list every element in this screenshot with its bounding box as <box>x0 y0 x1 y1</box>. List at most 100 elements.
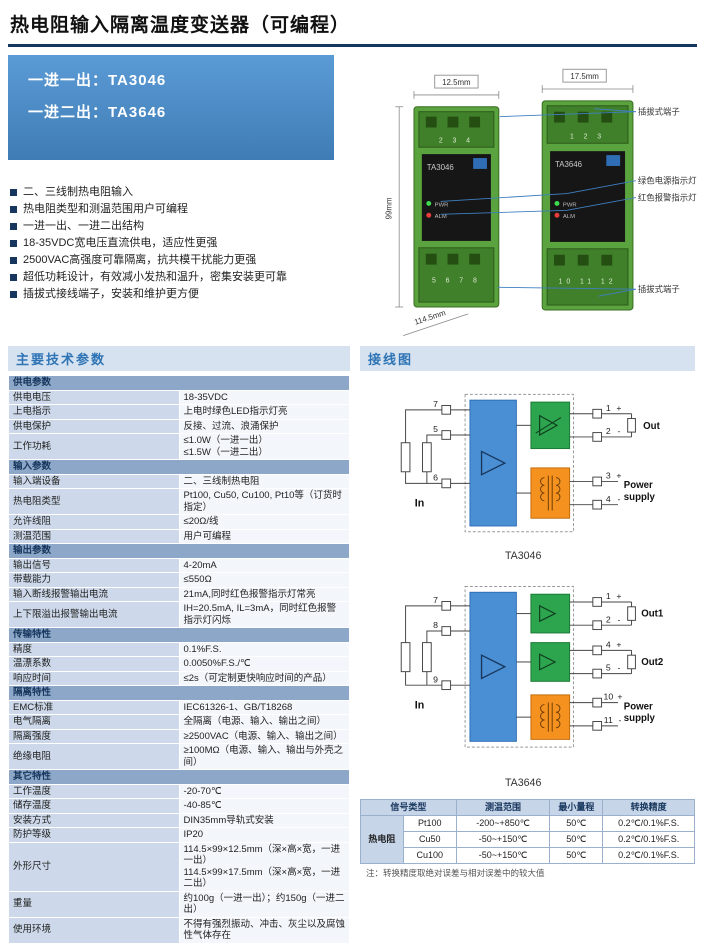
sensor-cell: 50℃ <box>549 847 604 865</box>
spec-param-name: 响应时间 <box>8 670 180 686</box>
diagram-model-label: TA3046 <box>504 550 541 562</box>
terminal-square <box>440 600 451 611</box>
output-terminal-number: 2 <box>605 426 610 436</box>
spec-row: 绝缘电阻≥100MΩ（电源、输入、输出与外壳之间） <box>8 743 350 770</box>
sensor-header-signal-type: 信号类型 <box>360 799 457 817</box>
spec-row: 电气隔离全隔离（电源、输入、输出之间） <box>8 714 350 730</box>
output-terminal-number: 2 <box>605 614 610 624</box>
spec-row: 供电保护反接、过流、浪涌保护 <box>8 418 350 434</box>
model-line-1: 一进一出：TA3046 <box>28 72 167 89</box>
output-terminal-number: 4 <box>605 639 610 649</box>
spec-row: 带载能力≤550Ω <box>8 572 350 588</box>
out2-label: Out2 <box>641 656 663 667</box>
plus-sign: + <box>616 639 621 649</box>
spec-param-value: ≤550Ω <box>178 572 350 588</box>
feature-text: 18-35VDC宽电压直流供电，适应性更强 <box>23 237 218 249</box>
spec-section-label: 输出参数 <box>8 543 350 559</box>
spec-param-value: DIN35mm导轨式安装 <box>178 812 350 828</box>
spec-row: 响应时间≤2s（可定制更快响应时间的产品） <box>8 670 350 686</box>
amplifier-icon <box>538 414 558 436</box>
callout-red-alarm-led: 红色报警指示灯 <box>638 192 697 202</box>
dim-depth: 114.5mm <box>413 308 447 327</box>
load-resistor-symbol <box>626 605 636 621</box>
rtd-resistor-symbol <box>400 442 410 473</box>
spec-param-name: 允许线阻 <box>8 514 180 530</box>
module-model-label: TA3646 <box>555 160 583 169</box>
feature-text: 一进一出、一进二出结构 <box>23 220 144 232</box>
spec-param-value: 上电时绿色LED指示灯亮 <box>178 404 350 420</box>
power-supply-label-2: supply <box>623 713 655 724</box>
bullet-square-icon <box>10 223 17 230</box>
terminal-square <box>591 697 602 707</box>
spec-row: 使用环境不得有强烈振动、冲击、灰尘以及腐蚀性气体存在 <box>8 916 350 944</box>
spec-param-value: 4-20mA <box>178 557 350 573</box>
spec-section-row: 输出参数 <box>8 543 350 559</box>
spec-section-row: 供电参数 <box>8 375 350 391</box>
power-isolation-block <box>529 693 570 740</box>
minus-sign: - <box>617 426 620 436</box>
callout-green-power-led: 绿色电源指示灯 <box>638 176 697 186</box>
sensor-cell: 50℃ <box>549 815 604 833</box>
spec-param-value: 0.0050%F.S./℃ <box>178 656 350 672</box>
minus-sign: - <box>617 662 620 672</box>
load-resistor-symbol <box>626 654 636 669</box>
brand-logo <box>606 155 621 166</box>
alarm-led-label: ALM <box>435 214 447 220</box>
bullet-square-icon <box>10 189 17 196</box>
spec-row: 测温范围用户可编程 <box>8 528 350 544</box>
spec-param-name: 上电指示 <box>8 404 180 420</box>
load-resistor-symbol <box>626 418 636 433</box>
spec-section-label: 其它特性 <box>8 769 350 785</box>
bullet-square-icon <box>10 257 17 264</box>
spec-param-value: -20-70℃ <box>178 783 350 799</box>
spec-param-name: 供电保护 <box>8 418 180 434</box>
dim-width-right: 17.5mm <box>570 72 599 81</box>
spec-section-label: 输入参数 <box>8 459 350 475</box>
power-led <box>554 200 560 206</box>
spec-param-name: 输出信号 <box>8 557 180 573</box>
terminal-square <box>440 430 451 440</box>
terminal-square <box>591 476 602 487</box>
spec-param-name: 测温范围 <box>8 528 180 544</box>
spec-param-name: 防护等级 <box>8 827 180 843</box>
alarm-led <box>554 212 560 218</box>
spec-param-name: 隔离强度 <box>8 728 180 744</box>
title-divider <box>8 44 697 47</box>
spec-param-value: 用户可编程 <box>178 528 350 544</box>
power-isolation-block <box>529 467 570 519</box>
dim-box <box>562 68 607 83</box>
spec-row: 允许线阻≤20Ω/线 <box>8 514 350 530</box>
page-title: 热电阻输入隔离温度变送器（可编程） <box>10 15 351 36</box>
terminal-numbers-bottom: 5 6 7 8 <box>432 277 481 284</box>
spec-param-value: ≤1.0W（一进一出）≤1.5W（一进二出） <box>178 433 350 460</box>
input-terminal-number: 6 <box>433 472 438 482</box>
minus-sign: - <box>618 714 621 724</box>
terminal-square <box>591 499 602 510</box>
spec-param-value: IH=20.5mA, IL=3mA，同时红色报警指示灯闪烁 <box>178 601 350 628</box>
spec-param-value: -40-85℃ <box>178 798 350 814</box>
callout-plug-terminal-top: 插拔式端子 <box>638 107 680 117</box>
bullet-square-icon <box>10 291 17 298</box>
input-terminal-number: 7 <box>433 594 438 604</box>
terminal-square <box>440 478 451 489</box>
spec-param-name: 带载能力 <box>8 572 180 588</box>
rtd-resistor-symbol <box>421 442 432 473</box>
spec-section-row: 输入参数 <box>8 459 350 475</box>
sensor-cell: 0.2℃/0.1%F.S. <box>602 847 695 865</box>
spec-row: 输入端设备二、三线制热电阻 <box>8 473 350 489</box>
rtd-resistor-symbol <box>421 641 432 672</box>
amplifier-icon <box>480 450 506 476</box>
input-terminal-number: 5 <box>433 424 438 434</box>
power-supply-label-2: supply <box>623 492 655 503</box>
spec-param-name: 使用环境 <box>8 916 180 944</box>
feature-text: 2500VAC高强度可靠隔离，抗共模干扰能力更强 <box>23 254 257 266</box>
power-supply-label-1: Power <box>623 701 652 712</box>
spec-param-value: 全隔离（电源、输入、输出之间） <box>178 714 350 730</box>
terminal-square <box>591 408 602 419</box>
